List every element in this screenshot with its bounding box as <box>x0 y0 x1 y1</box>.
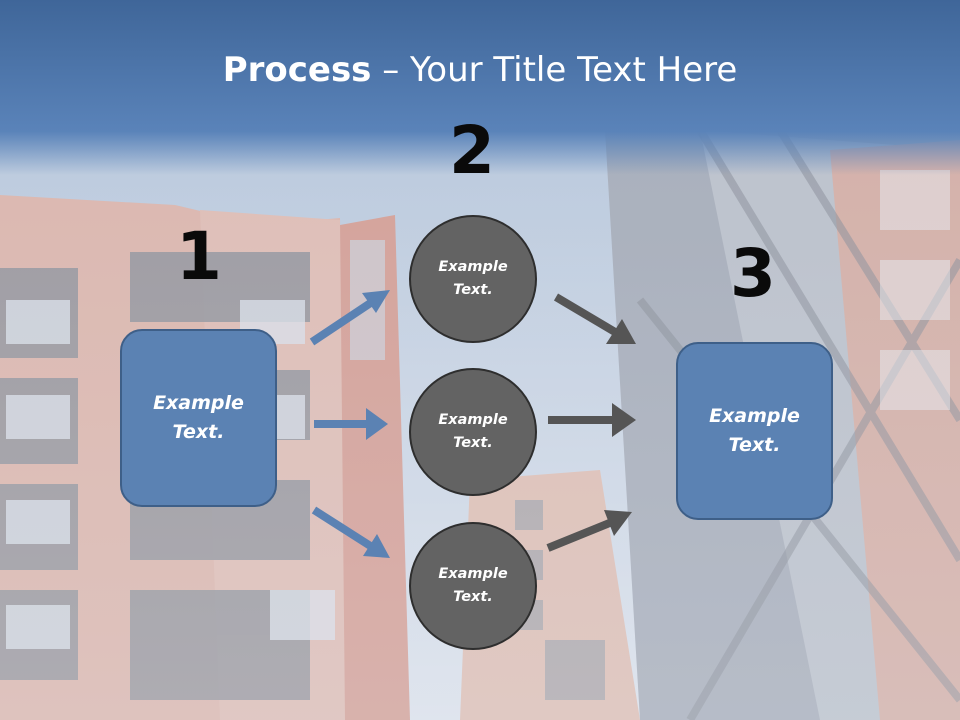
step-number-3: 3 <box>730 235 776 312</box>
circle-1-text-line-2: Text. <box>453 282 493 298</box>
step-2-circle-middle: Example Text. <box>409 368 537 496</box>
circle-1-text-line-1: Example <box>438 259 508 275</box>
slide-title: Process – Your Title Text Here <box>0 50 960 90</box>
title-rest: – Your Title Text Here <box>371 50 738 90</box>
circle-2-text-line-1: Example <box>438 412 508 428</box>
circle-3-text-line-2: Text. <box>453 589 493 605</box>
circle-2-text-line-2: Text. <box>453 435 493 451</box>
step-number-2: 2 <box>449 112 495 189</box>
circle-3-text-line-1: Example <box>438 566 508 582</box>
title-bold: Process <box>222 50 372 90</box>
step-3-box: Example Text. <box>676 342 833 520</box>
step-2-circle-bottom: Example Text. <box>409 522 537 650</box>
step-1-text-line-1: Example <box>153 392 244 414</box>
step-2-circle-top: Example Text. <box>409 215 537 343</box>
step-1-text-line-2: Text. <box>172 421 225 443</box>
step-3-text-line-2: Text. <box>728 434 781 456</box>
step-3-text-line-1: Example <box>709 405 800 427</box>
step-number-1: 1 <box>176 218 222 295</box>
step-1-box: Example Text. <box>120 329 277 507</box>
